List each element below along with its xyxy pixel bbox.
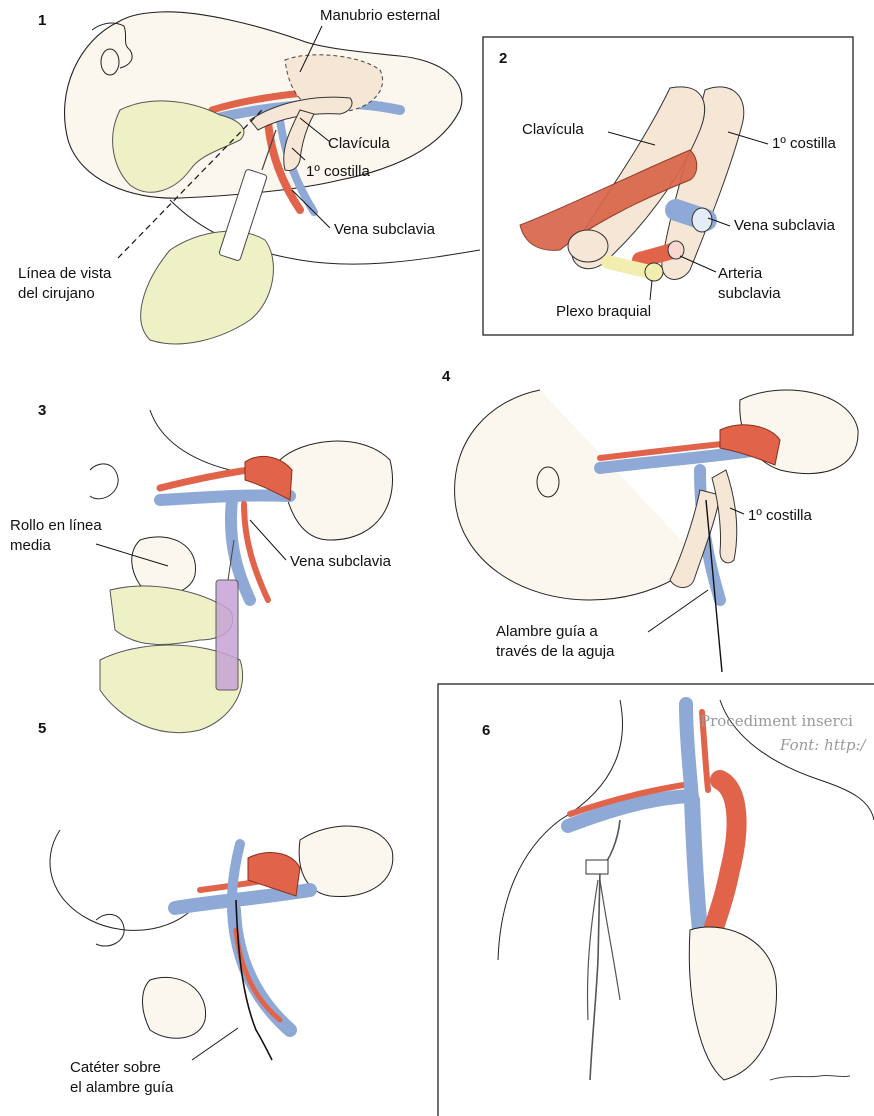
panel-2-clavicle-end xyxy=(568,230,608,262)
panel-4-number: 4 xyxy=(442,368,450,385)
label-costilla-4: 1º costilla xyxy=(748,506,812,526)
panel-4-leader-alambre xyxy=(648,590,708,632)
panel-2-plexus-end xyxy=(645,263,663,281)
panel-6-catheter xyxy=(590,820,620,1080)
panel-2-plexus xyxy=(608,262,650,272)
label-arteria-line2: subclavia xyxy=(718,284,781,304)
panel-6-neck-left xyxy=(498,700,623,960)
panel-6-heart xyxy=(689,927,776,1080)
panel-3-leader-vena xyxy=(250,520,286,560)
panel-2-vein-lumen xyxy=(692,208,712,232)
panel-3-hand-top xyxy=(110,586,233,644)
panel-5-leader-cateter xyxy=(192,1028,238,1060)
label-alambre-line1: Alambre guía a xyxy=(496,622,598,642)
label-cateter-line2: el alambre guía xyxy=(70,1078,173,1098)
watermark-line2: Font: http:/ xyxy=(780,736,866,754)
panel-6-number: 6 xyxy=(482,722,490,739)
panel-1-bottom-hand xyxy=(141,231,274,344)
label-alambre-line2: través de la aguja xyxy=(496,642,614,662)
panel-3-number: 3 xyxy=(38,402,46,419)
panel-5-ear xyxy=(96,914,124,946)
label-linea-vista-line2: del cirujano xyxy=(18,284,95,304)
label-clavicula-2: Clavícula xyxy=(522,120,584,140)
label-vena-subclavia-3: Vena subclavia xyxy=(290,552,391,572)
panel-5-roll xyxy=(143,977,206,1038)
watermark-line1: Procediment inserci xyxy=(700,712,853,730)
panel-4-head xyxy=(455,390,700,600)
label-rollo-line1: Rollo en línea xyxy=(10,516,102,536)
panel-4-rib-2 xyxy=(712,470,737,563)
label-vena-subclavia-2: Vena subclavia xyxy=(734,216,835,236)
panel-1-number: 1 xyxy=(38,12,46,29)
panel-6-jugular xyxy=(686,704,692,800)
panel-3-roll xyxy=(132,537,196,594)
panel-3-syringe xyxy=(216,580,238,690)
label-costilla-1: 1º costilla xyxy=(306,162,370,182)
panel-6-signature xyxy=(770,1075,850,1080)
panel-5-vein-up xyxy=(232,844,240,900)
label-manubrio-esternal: Manubrio esternal xyxy=(320,6,440,26)
panel-6-svc xyxy=(692,800,700,930)
label-vena-subclavia-1: Vena subclavia xyxy=(334,220,435,240)
label-plexo-braquial: Plexo braquial xyxy=(556,302,651,322)
panel-6-hub xyxy=(586,860,608,874)
panel-6-aorta xyxy=(710,780,737,940)
label-rollo-line2: media xyxy=(10,536,51,556)
panel-1-illustration xyxy=(65,12,480,344)
label-arteria-line1: Arteria xyxy=(718,264,762,284)
panel-2-number: 2 xyxy=(499,50,507,67)
label-cateter-line1: Catéter sobre xyxy=(70,1058,161,1078)
label-clavicula-1: Clavícula xyxy=(328,134,390,154)
label-costilla-2: 1º costilla xyxy=(772,134,836,154)
label-linea-vista-line1: Línea de vista xyxy=(18,264,111,284)
panel-5-illustration xyxy=(50,826,393,1060)
panel-5-number: 5 xyxy=(38,720,46,737)
panel-3-vein xyxy=(160,495,290,500)
panel-3-shoulder xyxy=(280,441,393,540)
panel-6-catheter-lumens xyxy=(587,880,620,1020)
panel-6-illustration xyxy=(498,700,874,1080)
panel-5-head xyxy=(50,830,200,930)
